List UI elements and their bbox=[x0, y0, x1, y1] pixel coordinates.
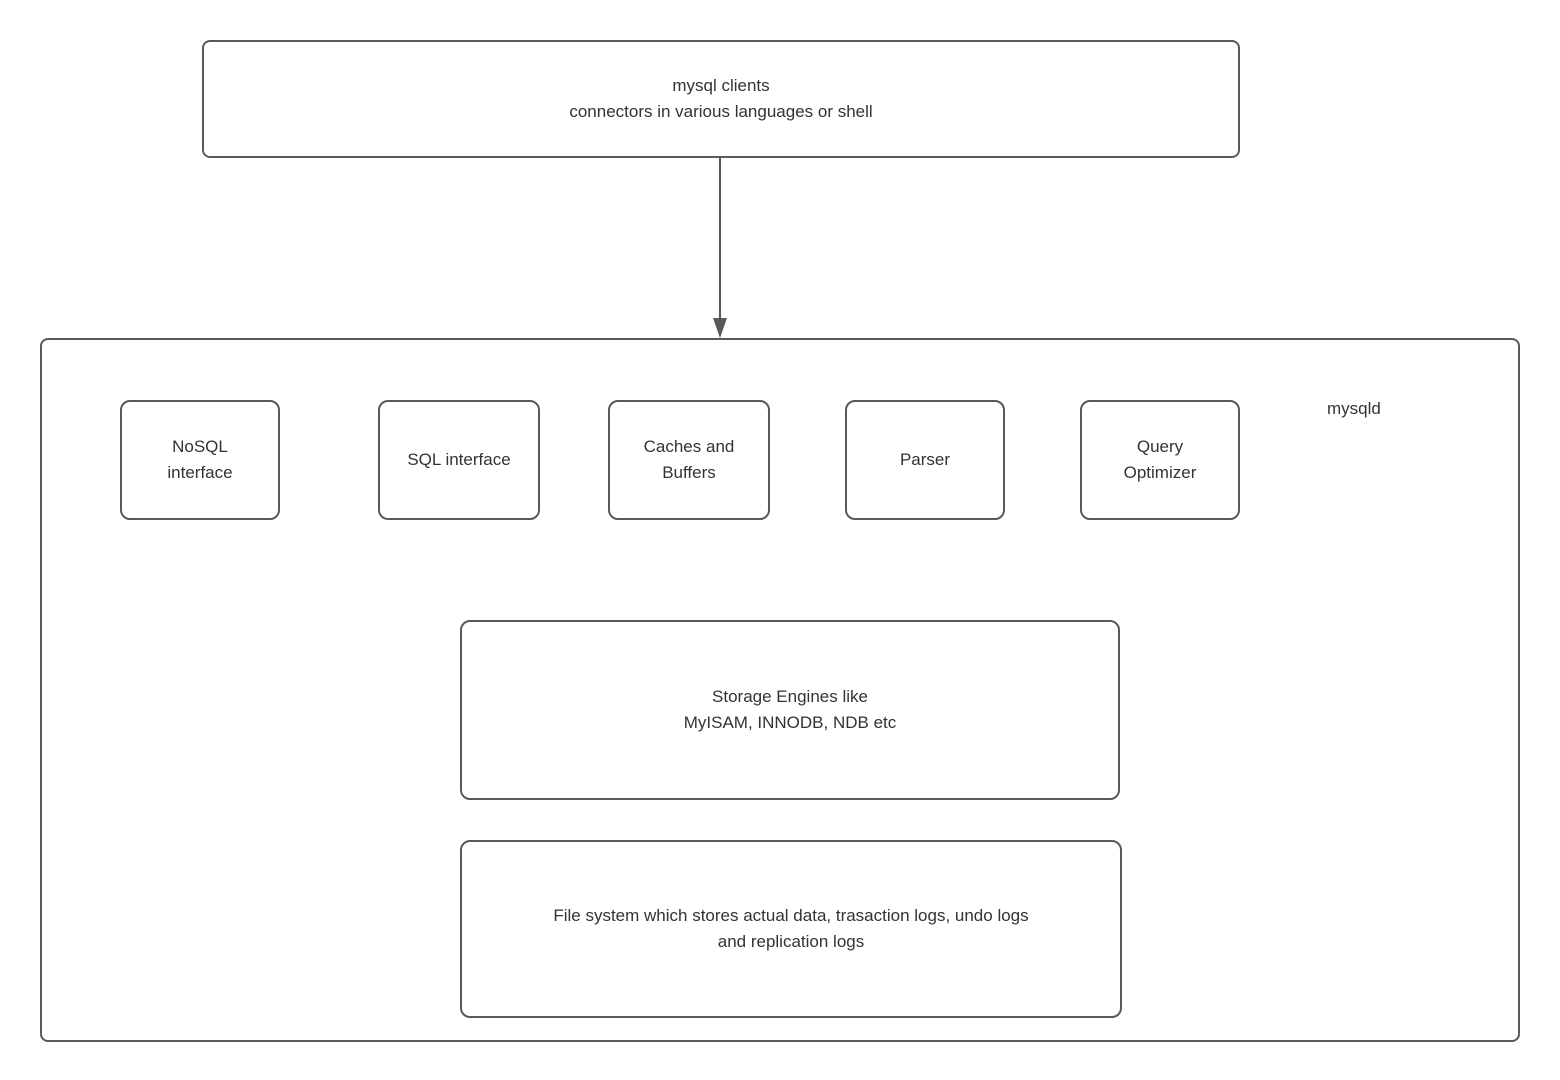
node-storage-engines: Storage Engines like MyISAM, INNODB, NDB… bbox=[460, 620, 1120, 800]
query-optimizer-label: Query Optimizer bbox=[1123, 437, 1197, 482]
node-file-system: File system which stores actual data, tr… bbox=[460, 840, 1122, 1018]
down-arrow-icon bbox=[713, 158, 727, 338]
connector-clients-to-mysqld bbox=[708, 158, 732, 340]
node-query-optimizer: Query Optimizer bbox=[1080, 400, 1240, 520]
caches-and-buffers-label: Caches and Buffers bbox=[643, 437, 735, 482]
node-caches-and-buffers: Caches and Buffers bbox=[608, 400, 770, 520]
parser-label: Parser bbox=[899, 450, 951, 469]
file-system-label: File system which stores actual data, tr… bbox=[553, 906, 1029, 951]
storage-engines-label: Storage Engines like MyISAM, INNODB, NDB… bbox=[683, 687, 897, 732]
mysqld-label: mysqld bbox=[1327, 399, 1381, 418]
node-mysql-clients: mysql clients connectors in various lang… bbox=[202, 40, 1240, 158]
nosql-interface-label: NoSQL interface bbox=[167, 437, 233, 482]
mysql-clients-label: mysql clients connectors in various lang… bbox=[569, 76, 873, 121]
node-mysqld-container bbox=[40, 338, 1520, 1042]
sql-interface-label: SQL interface bbox=[407, 450, 511, 469]
node-sql-interface: SQL interface bbox=[378, 400, 540, 520]
node-parser: Parser bbox=[845, 400, 1005, 520]
node-nosql-interface: NoSQL interface bbox=[120, 400, 280, 520]
